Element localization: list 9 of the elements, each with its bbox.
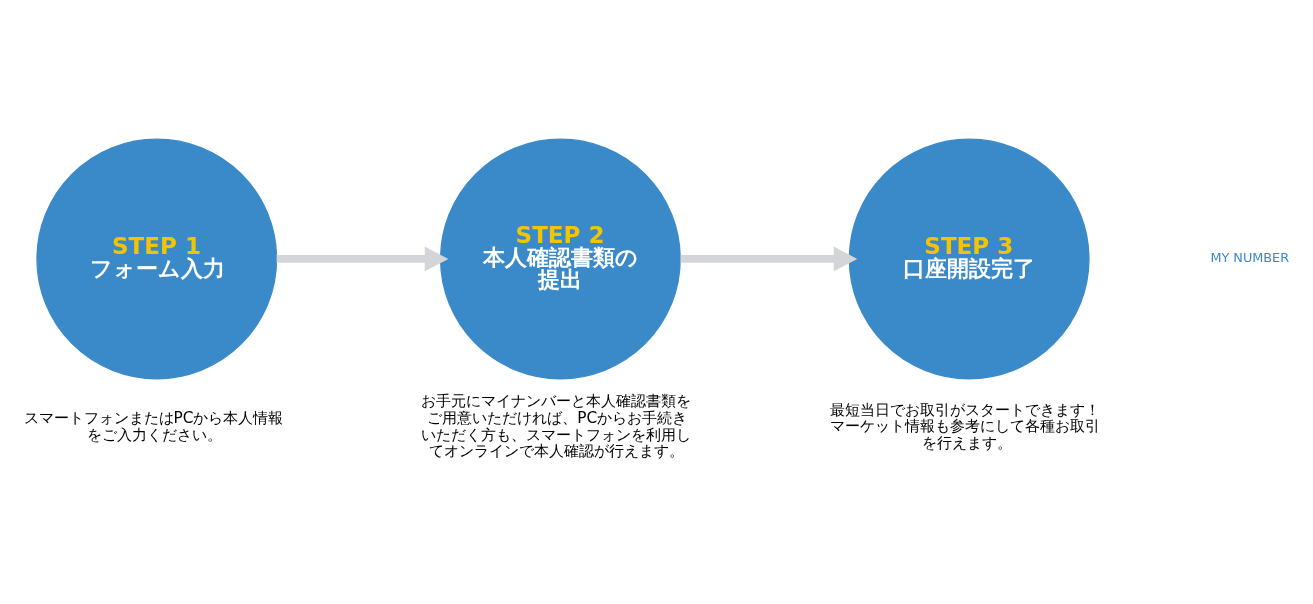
arrow: [276, 246, 449, 271]
node-label: お手元にマイナンバーと本人確認書類をご用意いただければ、PCからお手続きいただく方も、スマートフォンを利用してオンラインで本人確認が行えます。: [421, 391, 692, 460]
node-circle: STEP 1 フォーム入力: [36, 138, 278, 379]
arrow: [680, 246, 858, 271]
node-label: スマートフォンまたはPCから本人情報をご入力ください。: [23, 408, 284, 444]
node-circle: STEP 2 本人確認書類の提出: [439, 138, 681, 379]
node-circle: STEP 3 口座開設完了: [848, 138, 1090, 379]
node-label: 最短当日でお取引がスタートできます！マーケット情報も参考にして各種お取引を行えます。: [830, 400, 1101, 452]
label: MY NUMBER: [1210, 249, 1290, 265]
